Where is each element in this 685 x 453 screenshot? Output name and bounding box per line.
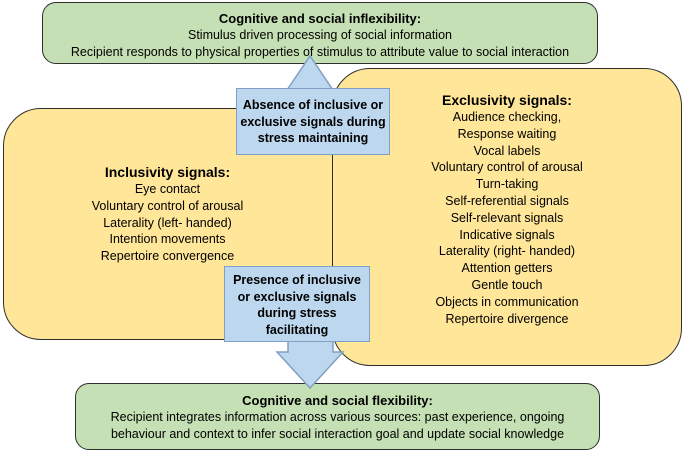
exclusivity-list: Audience checking, Response waiting Voca… bbox=[333, 109, 681, 327]
list-item: Laterality (left- handed) bbox=[103, 215, 232, 230]
list-item: Intention movements bbox=[109, 232, 226, 247]
flexibility-box: Cognitive and social flexibility: Recipi… bbox=[75, 383, 600, 450]
flexibility-line: behaviour and context to infer social in… bbox=[110, 426, 565, 441]
presence-line: Presence of inclusive bbox=[233, 273, 361, 287]
inflexibility-line: Recipient responds to physical propertie… bbox=[70, 44, 570, 59]
list-item: Gentle touch bbox=[471, 277, 543, 292]
list-item: Self-referential signals bbox=[445, 193, 569, 208]
list-item: Voluntary control of arousal bbox=[91, 198, 244, 213]
inflexibility-line: Stimulus driven processing of social inf… bbox=[187, 28, 452, 42]
list-item: Objects in communication bbox=[435, 294, 579, 309]
flexibility-line: Recipient integrates information across … bbox=[110, 410, 565, 424]
presence-label-box: Presence of inclusive or exclusive signa… bbox=[224, 266, 370, 342]
list-item: Self-relevant signals bbox=[450, 210, 564, 225]
list-item: Laterality (right- handed) bbox=[438, 244, 576, 259]
presence-line: or exclusive signals bbox=[237, 289, 357, 304]
flexibility-title: Cognitive and social flexibility: bbox=[242, 393, 433, 408]
exclusivity-box: Exclusivity signals: Audience checking, … bbox=[332, 68, 682, 366]
absence-line: Absence of inclusive or bbox=[242, 98, 384, 112]
absence-line: exclusive signals during bbox=[240, 114, 386, 129]
list-item: Repertoire convergence bbox=[100, 249, 235, 264]
presence-line: facilitating bbox=[265, 322, 329, 337]
list-item: Eye contact bbox=[134, 182, 201, 196]
list-item: Audience checking, bbox=[452, 110, 562, 124]
list-item: Vocal labels bbox=[473, 143, 541, 158]
list-item: Attention getters bbox=[461, 261, 553, 276]
inclusivity-title: Inclusivity signals: bbox=[104, 164, 231, 180]
list-item: Response waiting bbox=[457, 126, 557, 141]
list-item: Repertoire divergence bbox=[445, 311, 569, 326]
inflexibility-box: Cognitive and social inflexibility: Stim… bbox=[42, 2, 598, 64]
presence-line: during stress bbox=[257, 306, 337, 320]
exclusivity-title: Exclusivity signals: bbox=[442, 92, 572, 108]
down-arrow-icon bbox=[275, 339, 345, 390]
absence-label-box: Absence of inclusive or exclusive signal… bbox=[236, 88, 390, 155]
list-item: Indicative signals bbox=[459, 227, 555, 242]
inflexibility-title: Cognitive and social inflexibility: bbox=[218, 11, 422, 26]
inclusivity-content: Inclusivity signals: Eye contact Volunta… bbox=[3, 163, 332, 265]
list-item: Turn-taking bbox=[475, 177, 539, 192]
inclusivity-list: Eye contact Voluntary control of arousal… bbox=[3, 181, 332, 265]
list-item: Voluntary control of arousal bbox=[431, 160, 583, 175]
absence-line: stress maintaining bbox=[257, 131, 369, 145]
